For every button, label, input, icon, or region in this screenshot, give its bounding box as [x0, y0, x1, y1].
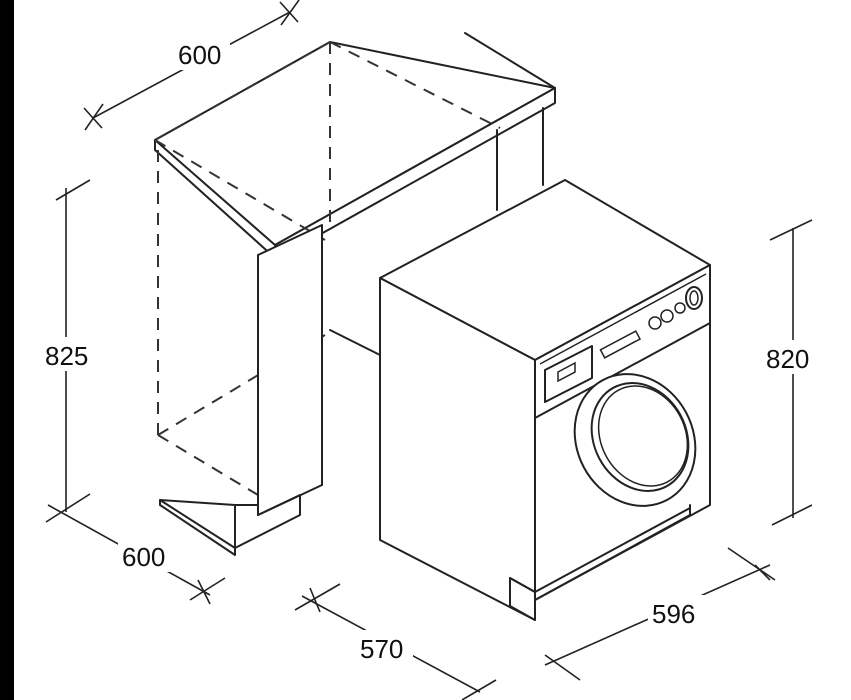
cabinet-side-panel [159, 107, 544, 556]
label-machine-width: 596 [652, 599, 695, 629]
label-machine-depth: 570 [360, 634, 403, 664]
door-inner [597, 385, 689, 487]
label-cabinet-top-width: 600 [178, 40, 221, 70]
side-panel-face [257, 224, 323, 516]
cabinet-outline-dashed [154, 41, 501, 496]
worktop-back-line [464, 32, 556, 89]
washing-machine [379, 179, 711, 621]
control-panel-line [534, 322, 711, 419]
machine-door [573, 373, 697, 507]
door-glass [590, 382, 690, 492]
label-machine-height: 820 [766, 344, 809, 374]
label-cabinet-height: 825 [45, 341, 88, 371]
cabinet-foot-left [159, 499, 236, 556]
door-outer [573, 373, 697, 507]
label-cabinet-depth: 600 [122, 542, 165, 572]
program-knob [685, 286, 703, 310]
control-buttons [599, 302, 686, 359]
